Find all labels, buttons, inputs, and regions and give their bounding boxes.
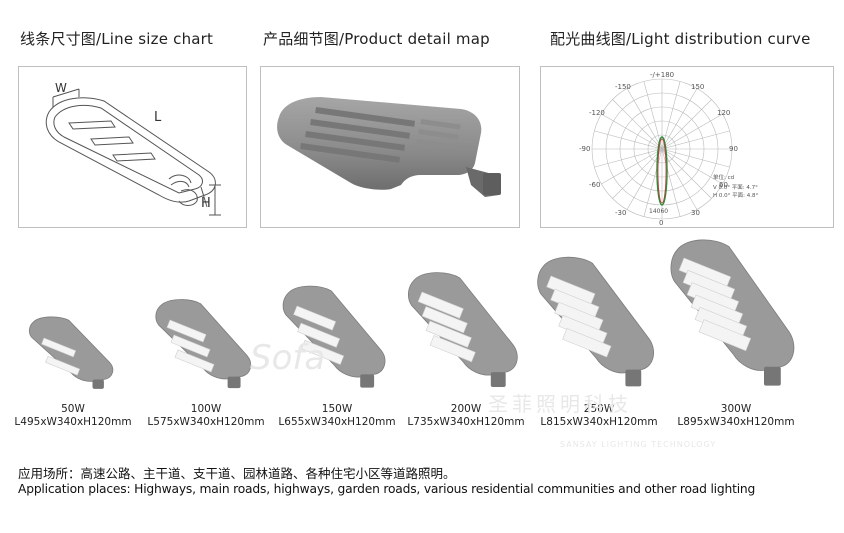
polar-label-right-90: 90 <box>729 145 738 153</box>
section-title-product-detail: 产品细节图/Product detail map <box>263 30 490 48</box>
polar-legend-v: V 0.0° 平面: 4.7° <box>713 184 758 191</box>
product-size: L575xW340xH120mm <box>147 416 265 428</box>
polar-label-right-30: 30 <box>691 209 700 217</box>
product-detail-image <box>277 97 501 197</box>
product-power: 50W <box>61 403 85 415</box>
line-drawing: W L H <box>45 81 221 216</box>
product-caption: 200W L735xW340xH120mm <box>400 403 532 429</box>
polar-label-left-60: -60 <box>589 181 600 189</box>
polar-curve-v <box>656 136 668 206</box>
product-size: L735xW340xH120mm <box>407 416 525 428</box>
polar-label-left-90: -90 <box>579 145 590 153</box>
polar-curve-h <box>657 138 667 204</box>
dim-label-w: W <box>55 81 67 95</box>
polar-label-right-120: 120 <box>717 109 730 117</box>
product-power: 150W <box>321 403 353 415</box>
polar-chart: -/+180 -150 -120 -90 -60 -30 150 120 90 … <box>579 71 758 227</box>
polar-label-top: -/+180 <box>650 71 674 79</box>
polar-label-right-150: 150 <box>691 83 704 91</box>
polar-grid-spoke <box>594 130 730 168</box>
product-lamp-image <box>279 282 395 392</box>
dim-label-l: L <box>154 110 162 125</box>
product-size: L895xW340xH120mm <box>677 416 795 428</box>
product-lamp-image <box>152 296 260 392</box>
polar-legend-h: H 0.0° 平面: 4.8° <box>713 192 758 199</box>
application-en: Application places: Highways, main roads… <box>18 482 756 496</box>
polar-label-left-120: -120 <box>589 109 605 117</box>
line-size-panel: W L H <box>18 66 247 228</box>
product-caption: 250W L815xW340xH120mm <box>533 403 665 429</box>
product-size: L655xW340xH120mm <box>278 416 396 428</box>
dim-label-h: H <box>201 196 211 211</box>
polar-label-bottom: 0 <box>659 219 663 227</box>
product-lamp-image <box>26 314 121 392</box>
polar-label-left-150: -150 <box>615 83 631 91</box>
polar-label-right-60: 60 <box>719 181 728 189</box>
product-lamp-image <box>666 234 806 392</box>
product-size: L815xW340xH120mm <box>540 416 658 428</box>
product-lamp-image <box>404 268 528 392</box>
section-title-line-size: 线条尺寸图/Line size chart <box>20 30 214 48</box>
application-cn: 应用场所：高速公路、主干道、支干道、园林道路、各种住宅小区等道路照明。 <box>18 466 456 481</box>
product-caption: 100W L575xW340xH120mm <box>140 403 272 429</box>
polar-unit: 单位: cd <box>713 173 734 181</box>
product-size: L495xW340xH120mm <box>14 416 132 428</box>
product-power: 250W <box>583 403 615 415</box>
product-power: 300W <box>720 403 752 415</box>
product-caption: 150W L655xW340xH120mm <box>271 403 403 429</box>
product-caption: 50W L495xW340xH120mm <box>7 403 139 429</box>
product-power: 100W <box>190 403 222 415</box>
product-power: 200W <box>450 403 482 415</box>
polar-label-left-30: -30 <box>615 209 626 217</box>
product-lamp-image <box>533 252 665 392</box>
product-detail-panel <box>260 66 520 228</box>
section-title-light-distribution: 配光曲线图/Light distribution curve <box>550 30 811 48</box>
polar-center-value: 14060 <box>649 208 668 215</box>
light-distribution-panel: -/+180 -150 -120 -90 -60 -30 150 120 90 … <box>540 66 834 228</box>
product-caption: 300W L895xW340xH120mm <box>670 403 802 429</box>
watermark-en: SANSAY LIGHTING TECHNOLOGY <box>560 440 717 449</box>
